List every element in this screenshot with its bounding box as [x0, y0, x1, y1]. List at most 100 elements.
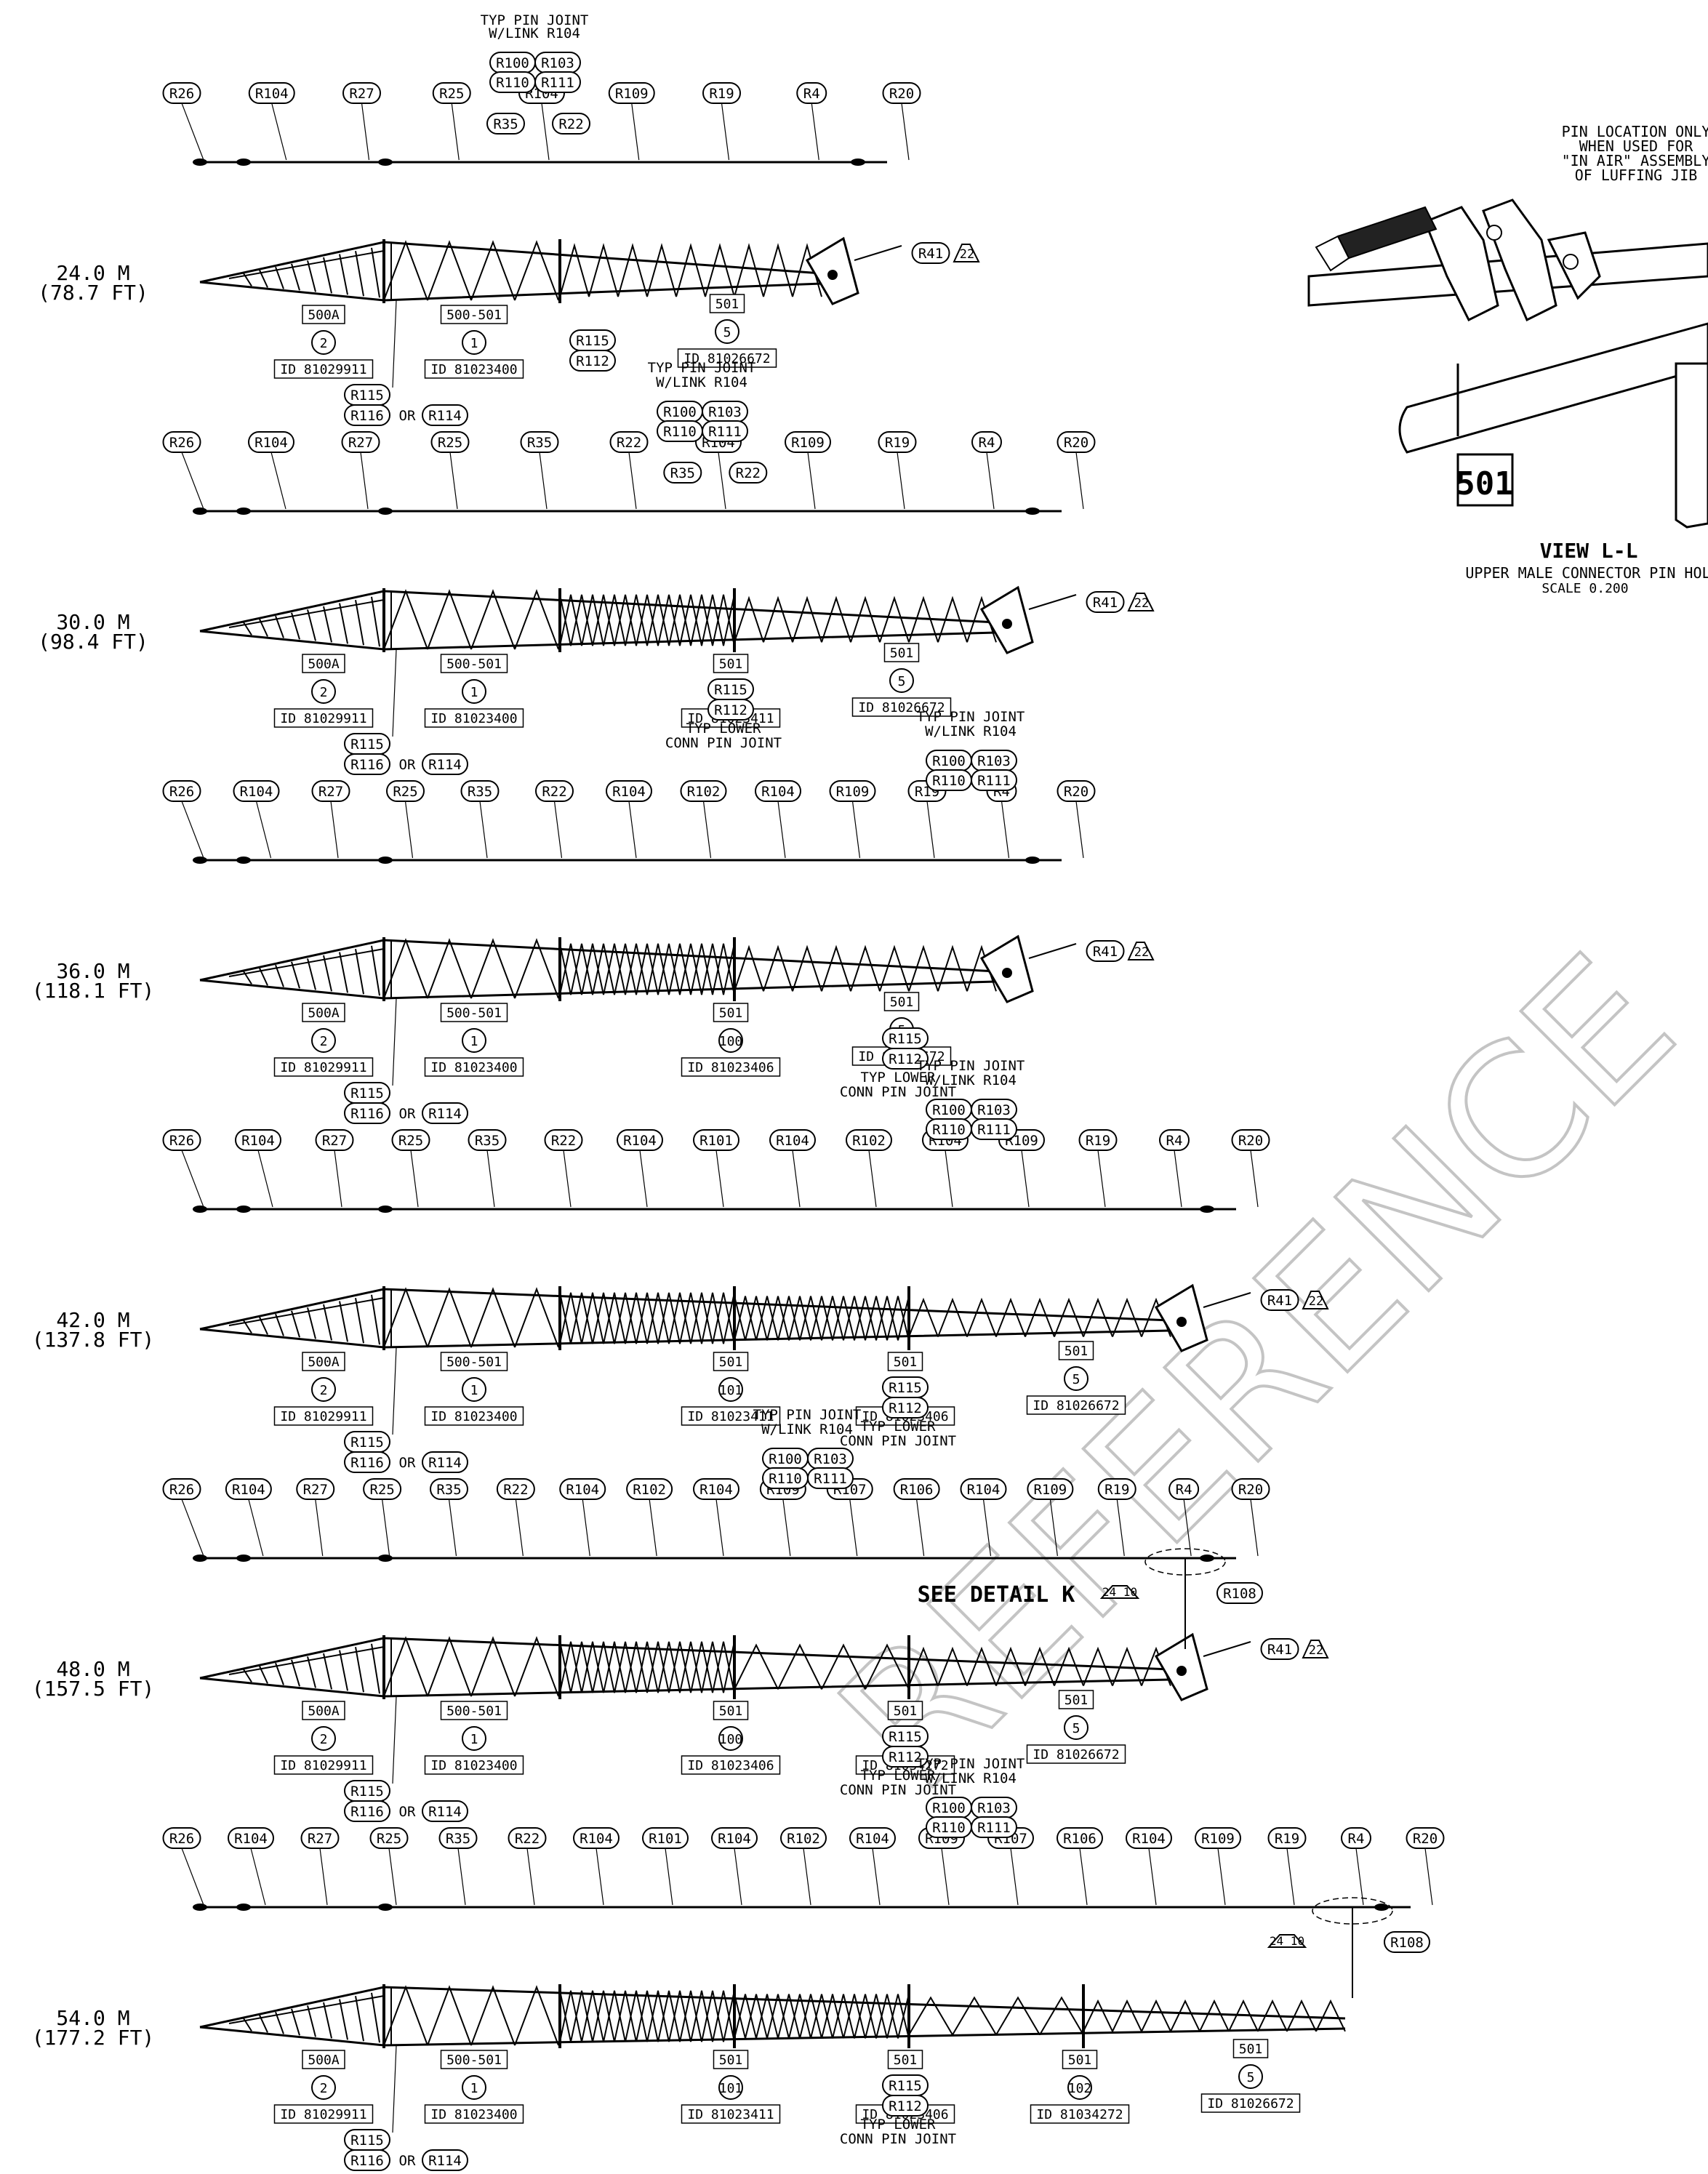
head-sheave: [1176, 1317, 1187, 1327]
part-tag-label: R112: [714, 702, 747, 718]
section-type-box: [440, 1352, 508, 1371]
part-tag-label: R20: [1238, 1133, 1263, 1149]
leader-line: [257, 1150, 273, 1208]
detail-circle: [1144, 1548, 1226, 1576]
section-type-box: [713, 1701, 749, 1720]
pin-joint-note: TYP PIN JOINT: [917, 1756, 1025, 1772]
part-tag-label: R115: [889, 1380, 922, 1396]
mid-section-lattice: [734, 1994, 910, 2039]
pin-joint-note: W/LINK R104: [925, 723, 1017, 739]
part-tag-label: R104: [612, 784, 646, 800]
mid-section-lattice: [559, 1990, 735, 2042]
leader-line: [457, 1848, 466, 1906]
leader-line: [945, 1150, 953, 1208]
leader-line: [563, 1150, 572, 1208]
detail-circle: [1312, 1897, 1393, 1925]
section-id-box: [273, 708, 374, 728]
section-number-label: 1: [470, 685, 478, 700]
part-tag-label: R26: [169, 1133, 194, 1149]
pendant-link: [378, 508, 393, 515]
leader-line: [1075, 452, 1084, 510]
boom-length-ft: (78.7 FT): [38, 281, 148, 305]
section-type-box: [302, 305, 345, 324]
part-tag-label: R112: [889, 1400, 922, 1416]
section-type-box: [440, 1003, 508, 1022]
section-id-label: ID 81023411: [687, 2107, 774, 2122]
pin-joint-note: W/LINK R104: [925, 1072, 1017, 1088]
pendant-link: [378, 1206, 393, 1213]
head-pendant: [1203, 1292, 1251, 1308]
leader-line: [181, 103, 204, 161]
inner-chord: [228, 1646, 385, 1675]
section-id-box: [273, 2104, 374, 2124]
part-tag-label: R35: [493, 116, 518, 132]
or-text: OR: [399, 1106, 416, 1122]
tip-section-lattice: [908, 1297, 1171, 1337]
section-number-label: 2: [320, 1732, 328, 1747]
or-text: OR: [399, 757, 416, 773]
view-note-line: "IN AIR" ASSEMBLY: [1562, 152, 1708, 169]
part-tag-label: R41: [1267, 1293, 1292, 1309]
part-tag-label: R22: [558, 116, 583, 132]
part-tag-label: R20: [1064, 435, 1088, 451]
leader-line: [1286, 1848, 1295, 1906]
part-tag-label: R116: [350, 2153, 384, 2169]
detail-flag: [1267, 1934, 1307, 1948]
leader-line: [1079, 1848, 1088, 1906]
part-tag-balloon: [422, 753, 468, 775]
leader-line: [718, 452, 726, 510]
lower-conn-note: CONN PIN JOINT: [665, 735, 782, 751]
part-tag-label: R25: [398, 1133, 423, 1149]
leader-line: [811, 103, 819, 161]
section-type-label: 501: [719, 2053, 743, 2068]
section-number-label: 102: [1068, 2081, 1092, 2096]
or-text: OR: [399, 1455, 416, 1471]
base-lattice: [243, 1643, 380, 1694]
part-tag-label: R25: [377, 1831, 401, 1847]
part-tag-label: R22: [736, 465, 761, 481]
part-tag-label: R27: [308, 1831, 332, 1847]
section-type-label: 501: [894, 2053, 918, 2068]
part-tag-label: R104: [566, 1482, 599, 1498]
part-tag-label: R26: [169, 86, 194, 102]
part-tag-label: R106: [1063, 1831, 1096, 1847]
section-number-circle: [462, 1028, 486, 1053]
part-tag-label: R41: [1093, 595, 1118, 611]
vertical-tube: [1675, 362, 1708, 529]
part-tag-balloon: [911, 242, 950, 264]
leader-line: [392, 2045, 397, 2133]
mid-section-lattice: [734, 1296, 910, 1341]
section-type-box: [1062, 2050, 1098, 2069]
leader-line: [868, 1150, 877, 1208]
part-tag-balloon: [971, 1118, 1017, 1140]
leader-line: [639, 1150, 648, 1208]
base-lattice: [243, 247, 380, 298]
part-tag-balloon: [1086, 591, 1125, 613]
part-tag-label: R102: [633, 1482, 666, 1498]
part-tag-label: R20: [1238, 1482, 1263, 1498]
pin-joint-note: W/LINK R104: [761, 1421, 853, 1437]
section-number-label: 101: [719, 1383, 743, 1398]
part-tag-label: R103: [814, 1451, 847, 1467]
section-type-label: 500-501: [446, 1006, 502, 1021]
part-tag-label: R4: [1176, 1482, 1192, 1498]
leader-line: [665, 1848, 673, 1906]
section-type-label: 501: [890, 646, 914, 661]
leader-line: [715, 1499, 724, 1557]
connector-tube: [1398, 322, 1708, 454]
leader-line: [388, 1848, 397, 1906]
leader-line: [448, 1499, 457, 1557]
section-id-label: ID 81026672: [1033, 1398, 1119, 1413]
pendant-link: [193, 857, 207, 864]
pin-joint-note: TYP PIN JOINT: [753, 1407, 862, 1423]
part-tag-balloon: [1086, 940, 1125, 962]
section-number-circle: [311, 330, 336, 355]
part-tag-label: R25: [369, 1482, 394, 1498]
part-tag-label: R27: [318, 784, 343, 800]
section-lattice: [383, 1287, 559, 1348]
section-lattice: [383, 589, 559, 650]
section-id-label: ID 81023400: [430, 1409, 517, 1424]
leader-line: [582, 1499, 590, 1557]
